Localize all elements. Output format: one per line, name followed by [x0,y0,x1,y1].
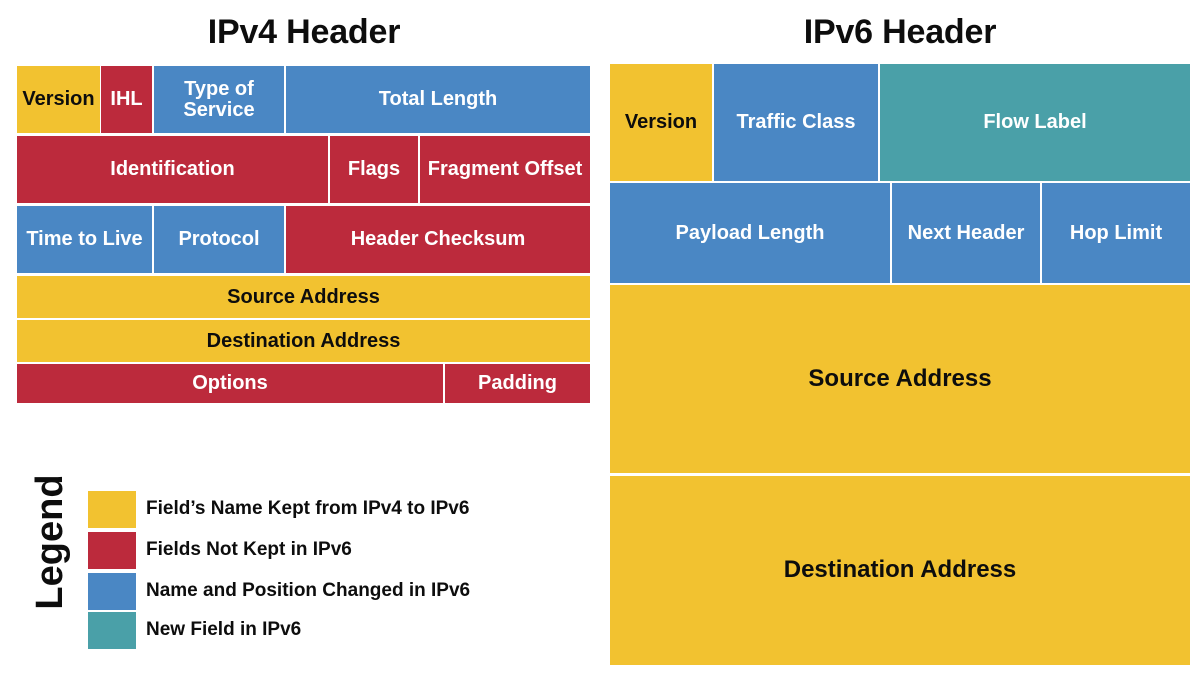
ipv4-field-type-of-service[interactable]: Type of Service [154,66,284,133]
ipv4-field-total-length[interactable]: Total Length [286,66,590,133]
ipv4-field-flags[interactable]: Flags [330,136,418,203]
ipv4-field-source-address[interactable]: Source Address [17,276,590,318]
legend-item-changed[interactable]: Name and Position Changed in IPv6 [88,571,470,611]
ipv6-field-version[interactable]: Version [610,64,712,181]
ipv4-field-header-checksum[interactable]: Header Checksum [286,206,590,273]
legend-label-changed: Name and Position Changed in IPv6 [146,580,471,601]
legend-label-not-kept: Fields Not Kept in IPv6 [146,539,352,560]
legend-swatch-new-icon [88,611,136,649]
ipv6-field-payload-length[interactable]: Payload Length [610,183,890,283]
legend-item-kept[interactable]: Field’s Name Kept from IPv4 to IPv6 [88,489,469,529]
ipv4-field-options[interactable]: Options [17,364,443,403]
legend-label-new: New Field in IPv6 [146,619,302,640]
ipv4-header-title: IPv4 Header [207,13,401,51]
ipv4-field-destination-address[interactable]: Destination Address [17,320,590,362]
ipv6-field-source-address[interactable]: Source Address [610,285,1190,473]
ipv6-field-traffic-class[interactable]: Traffic Class [714,64,878,181]
ipv6-field-next-header[interactable]: Next Header [892,183,1040,283]
ipv4-field-version[interactable]: Version [17,66,100,133]
legend-title: Legend [29,474,71,610]
legend-swatch-not-kept-icon [88,531,136,569]
legend-item-not-kept[interactable]: Fields Not Kept in IPv6 [88,530,352,570]
ipv6-field-flow-label[interactable]: Flow Label [880,64,1190,181]
legend-swatch-changed-icon [88,572,136,610]
ipv6-field-hop-limit[interactable]: Hop Limit [1042,183,1190,283]
ipv4-field-protocol[interactable]: Protocol [154,206,284,273]
ipv6-header-title: IPv6 Header [803,13,997,51]
ipv4-field-time-to-live[interactable]: Time to Live [17,206,152,273]
ipv4-field-padding[interactable]: Padding [445,364,590,403]
ipv4-field-identification[interactable]: Identification [17,136,328,203]
ipv6-field-destination-address[interactable]: Destination Address [610,476,1190,665]
legend-item-new[interactable]: New Field in IPv6 [88,610,301,650]
legend-label-kept: Field’s Name Kept from IPv4 to IPv6 [146,498,470,519]
ipv4-field-ihl[interactable]: IHL [101,66,152,133]
legend-swatch-kept-icon [88,490,136,528]
ipv4-field-fragment-offset[interactable]: Fragment Offset [420,136,590,203]
